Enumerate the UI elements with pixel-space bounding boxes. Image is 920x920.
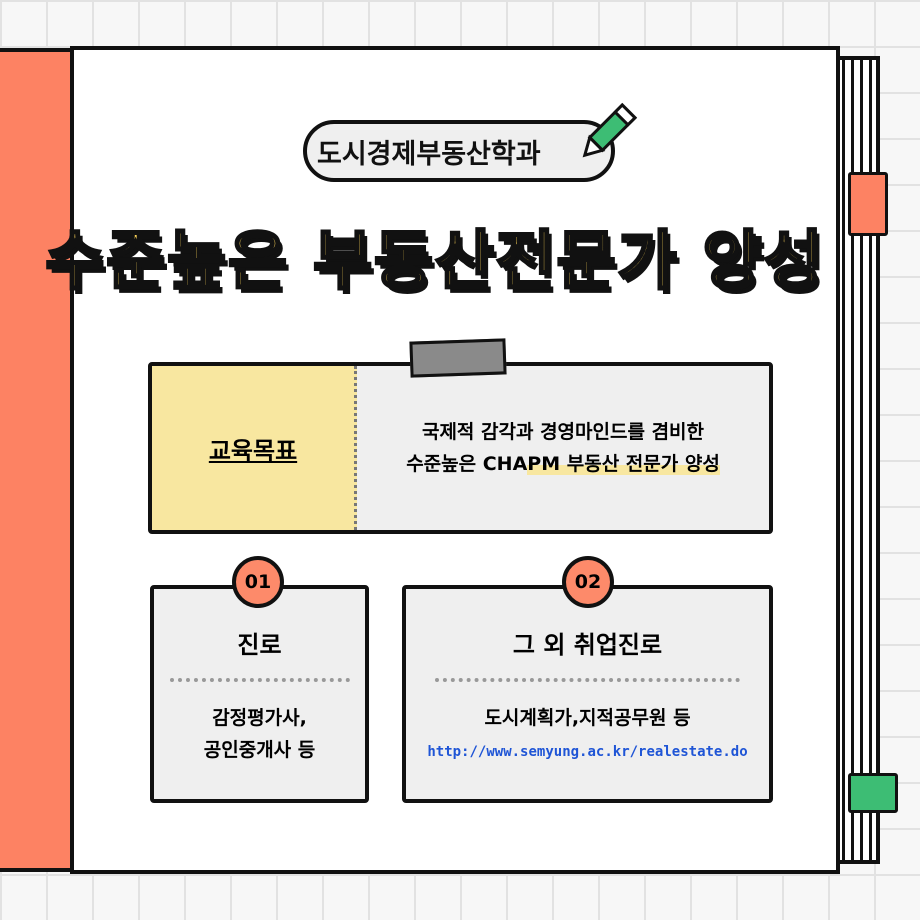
- headline: 수준높은 부동산전문가 양성: [44, 224, 825, 301]
- department-label: 도시경제부동산학과: [317, 138, 541, 170]
- tape-decoration: [409, 338, 507, 378]
- card-text: 감정평가사,: [212, 707, 307, 729]
- department-pill: 도시경제부동산학과: [303, 120, 615, 182]
- notebook-spine: [0, 48, 74, 872]
- pencil-icon: [582, 102, 638, 158]
- card-text: 공인중개사 등: [203, 739, 316, 761]
- education-goal-box: 교육목표 국제적 감각과 경영마인드를 겸비한 수준높은 CHAPM 부동산 전…: [148, 362, 773, 534]
- divider: [435, 678, 740, 682]
- goal-line-2: 수준높은 CHA: [406, 453, 528, 475]
- career-card-1: 진로 감정평가사, 공인중개사 등: [150, 585, 369, 803]
- goal-label: 교육목표: [152, 366, 357, 530]
- card-text: 도시계획가,지적공무원 등: [484, 707, 691, 729]
- career-card-2: 그 외 취업진로 도시계획가,지적공무원 등 http://www.semyun…: [402, 585, 773, 803]
- website-link[interactable]: http://www.semyung.ac.kr/realestate.do: [427, 744, 748, 760]
- card-title: 그 외 취업진로: [512, 631, 663, 659]
- card-title: 진로: [237, 631, 282, 659]
- divider: [169, 678, 350, 682]
- number-badge: 02: [562, 556, 614, 608]
- goal-highlight: PM 부동산 전문가 양성: [527, 453, 720, 475]
- bookmark-tab-orange: [848, 172, 888, 236]
- number-badge: 01: [232, 556, 284, 608]
- goal-line-1: 국제적 감각과 경영마인드를 겸비한: [421, 421, 705, 443]
- bookmark-tab-green: [848, 773, 898, 813]
